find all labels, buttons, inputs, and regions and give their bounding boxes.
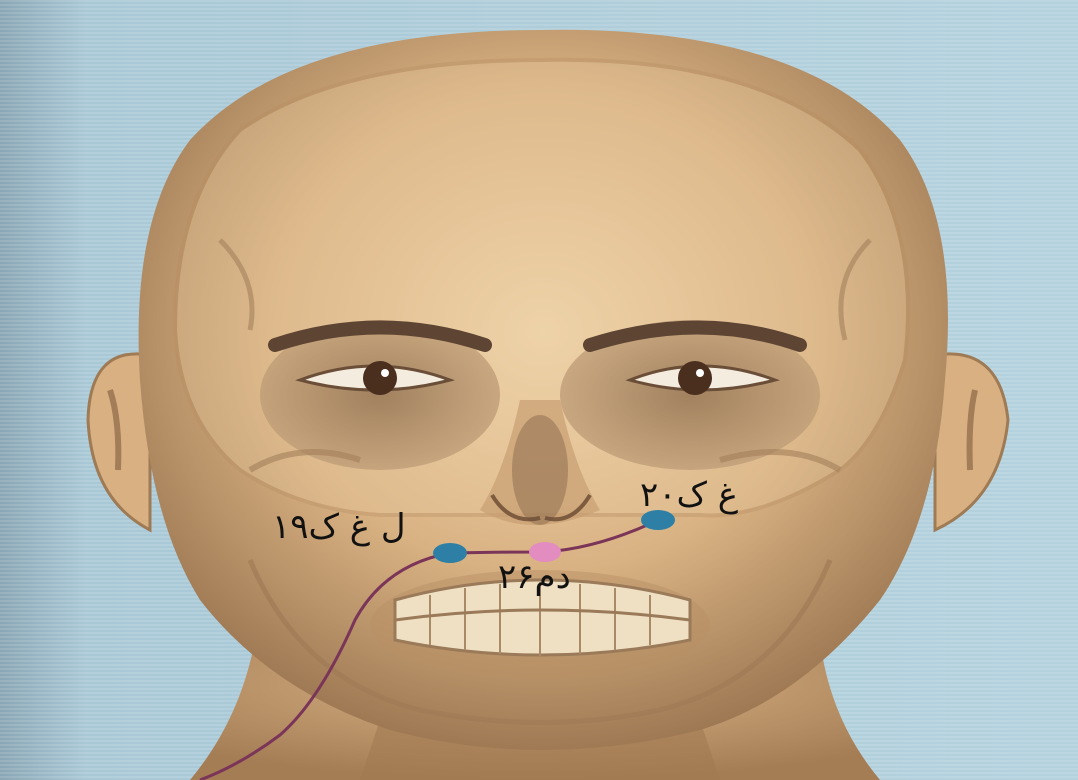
left-iris [363, 361, 397, 395]
left-eye-highlight [381, 369, 389, 377]
right-iris [678, 361, 712, 395]
nasal-cavity [512, 415, 568, 525]
point-lg19-marker [433, 543, 467, 563]
point-gv26-label: دم۲۶ [498, 560, 571, 594]
point-lg19-label: ل غ ک۱۹ [272, 510, 406, 544]
point-lg20-label: غ ک۲۰ [640, 478, 738, 512]
right-eye-highlight [696, 369, 704, 377]
